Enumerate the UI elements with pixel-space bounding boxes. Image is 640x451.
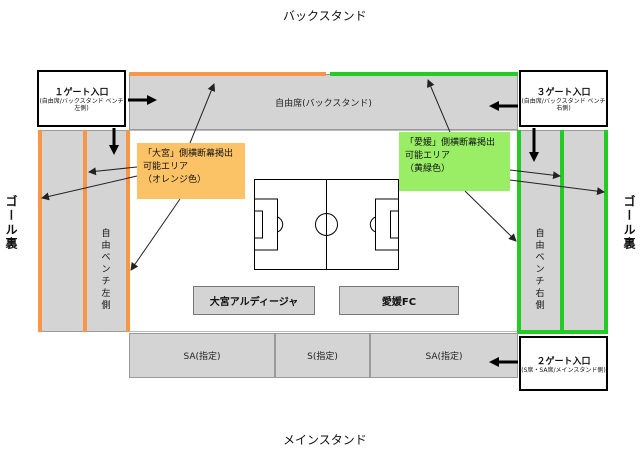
gate-2-box: ２ゲート入口 (S席・SA席/メインスタンド側) bbox=[519, 336, 608, 391]
ehime-banner-area-note: 「愛媛」側横断幕掲出 可能エリア （黄緑色） bbox=[399, 132, 510, 191]
main-stand-sa-left: SA(指定) bbox=[129, 333, 275, 378]
soccer-pitch bbox=[254, 179, 399, 270]
team-name-omiya: 大宮アルディージャ bbox=[209, 297, 299, 308]
gate-1-title: １ゲート入口 bbox=[54, 88, 109, 98]
omiya-note-arrow-inner bbox=[130, 198, 181, 271]
omiya-banner-strip-top bbox=[129, 72, 326, 76]
gate-3-box: ３ゲート入口 (自由席/バックスタンド ベンチ右側) bbox=[519, 70, 608, 127]
sa-right-label: SA(指定) bbox=[425, 352, 463, 362]
back-stand-label: バックスタンド bbox=[283, 9, 367, 23]
omiya-banner-strip-left-inner bbox=[126, 130, 130, 332]
ehime-banner-strip-right-inner bbox=[517, 130, 521, 332]
back-stand-free-label: 自由席(バックスタンド) bbox=[275, 98, 372, 109]
main-stand-sa-right: SA(指定) bbox=[370, 333, 518, 378]
s-center-label: S(指定) bbox=[307, 352, 338, 362]
sa-left-label: SA(指定) bbox=[183, 352, 221, 362]
left-bench-label: 自由ベンチ左側 bbox=[101, 229, 111, 311]
gate-3-subtitle: (自由席/バックスタンド ベンチ右側) bbox=[521, 98, 606, 112]
omiya-note-arrow-goal bbox=[41, 175, 138, 201]
omiya-note-arrow-back bbox=[189, 83, 216, 144]
gate-3-title: ３ゲート入口 bbox=[536, 88, 591, 98]
ehime-note-arrow-bench bbox=[509, 169, 561, 180]
gate-1-subtitle: (自由席/バックスタンド ベンチ左側) bbox=[39, 98, 124, 112]
ehime-note-arrow-inner bbox=[464, 190, 517, 242]
omiya-banner-strip-left-outer bbox=[38, 130, 42, 332]
main-stand-s-center: S(指定) bbox=[275, 333, 370, 378]
gate-1-box: １ゲート入口 (自由席/バックスタンド ベンチ左側) bbox=[37, 70, 126, 127]
team-name-ehime: 愛媛FC bbox=[381, 297, 417, 308]
omiya-banner-area-note: 「大宮」側横断幕掲出 可能エリア （オレンジ色） bbox=[137, 143, 245, 199]
goal-left-label: ゴール裏 bbox=[4, 195, 18, 251]
ehime-banner-strip-right-bottom bbox=[517, 330, 608, 334]
omiya-banner-strip-left-mid bbox=[83, 130, 87, 332]
back-stand-free-seats: 自由席(バックスタンド) bbox=[129, 74, 518, 130]
ehime-note-arrow-back bbox=[427, 79, 451, 133]
main-stand-label: メインスタンド bbox=[283, 433, 367, 447]
goal-right-label: ゴール裏 bbox=[622, 195, 636, 251]
gate-2-title: ２ゲート入口 bbox=[536, 356, 591, 367]
ehime-banner-strip-top bbox=[330, 72, 518, 76]
right-bench-stand bbox=[518, 130, 562, 332]
ehime-banner-strip-right-outer bbox=[604, 130, 608, 332]
right-bench-label: 自由ベンチ右側 bbox=[535, 229, 545, 311]
omiya-note-arrow-bench bbox=[88, 166, 138, 176]
ehime-banner-strip-right-mid bbox=[560, 130, 564, 332]
left-goal-stand-outer bbox=[40, 130, 85, 332]
ehime-note-arrow-goal bbox=[509, 179, 605, 196]
team-box-omiya: 大宮アルディージャ bbox=[193, 286, 315, 315]
team-box-ehime: 愛媛FC bbox=[339, 286, 459, 315]
gate-2-subtitle: (S席・SA席/メインスタンド側) bbox=[521, 366, 606, 374]
